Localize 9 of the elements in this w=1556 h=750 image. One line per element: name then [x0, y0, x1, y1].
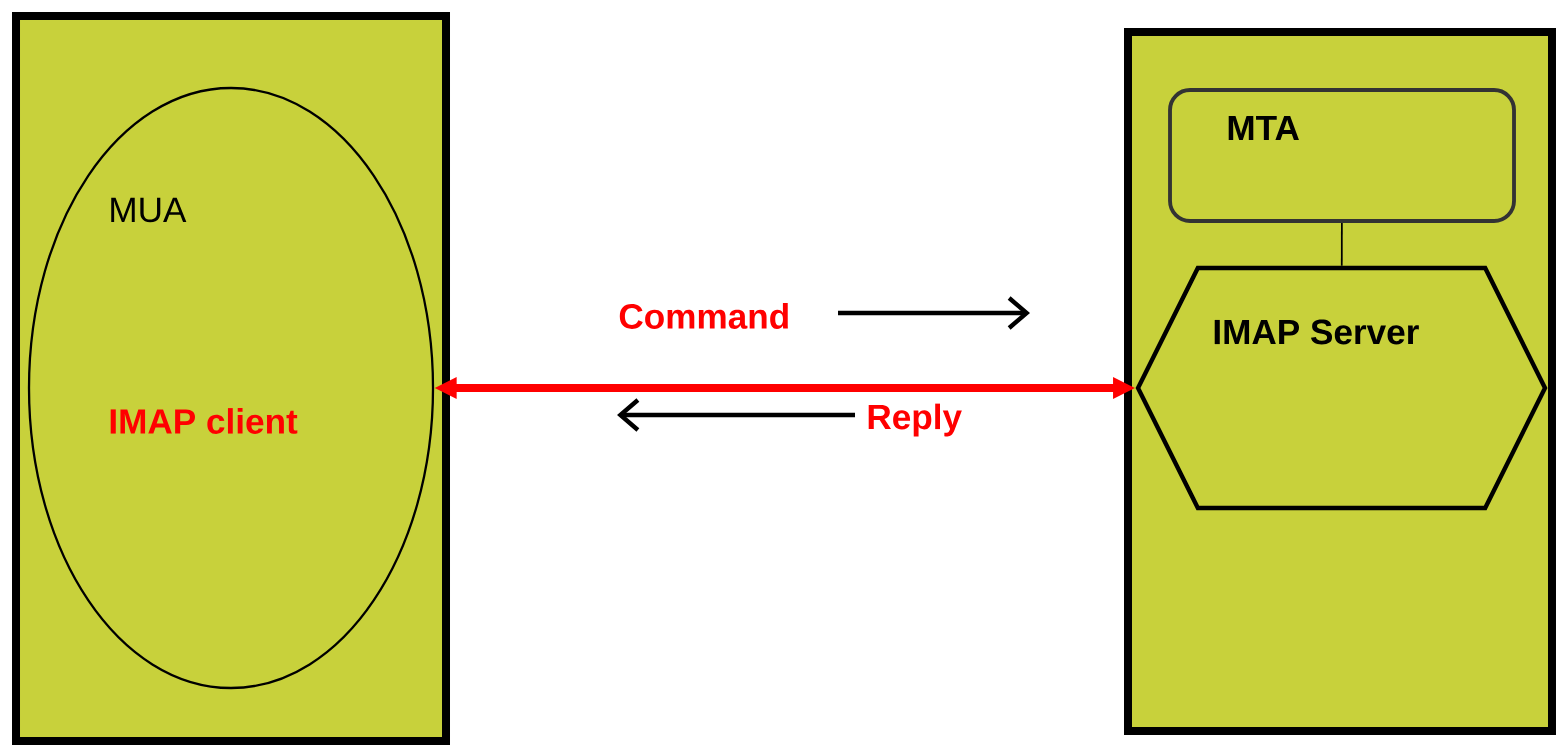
connector [1340, 222, 1343, 267]
node-label: IMAP Server [1214, 319, 1419, 345]
device-box [1124, 28, 1556, 735]
arrow-label: Command [619, 303, 788, 329]
arrow-label: Reply [868, 403, 962, 437]
device-box [12, 12, 450, 745]
node-label: MTA [1228, 115, 1299, 141]
node-label: MUA [111, 197, 187, 223]
node-label: IMAP client [110, 408, 298, 434]
